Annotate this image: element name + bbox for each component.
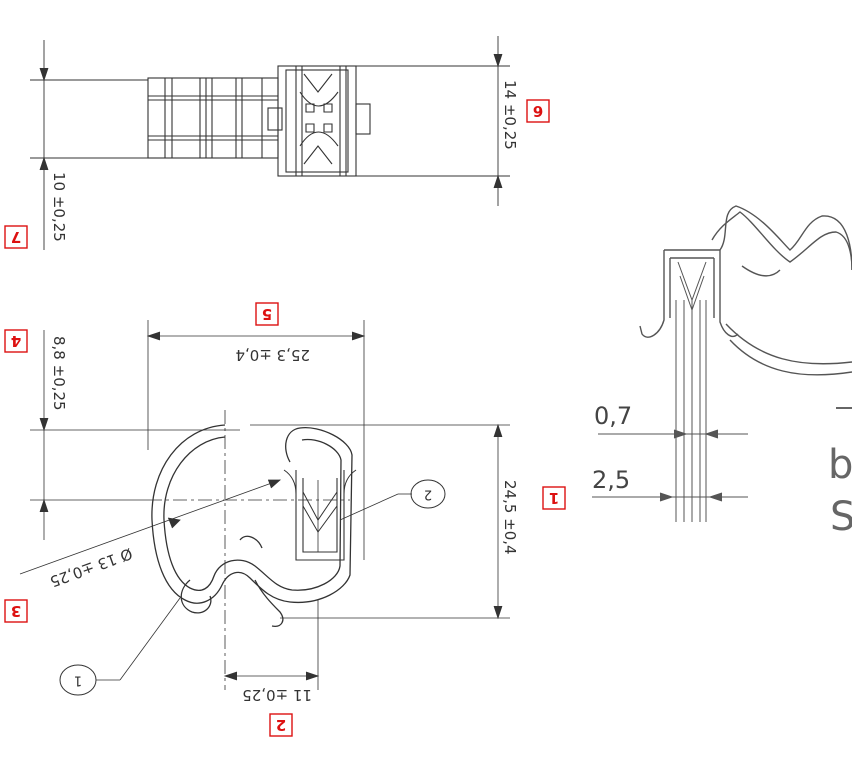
tag-6: 6 xyxy=(526,99,550,123)
dim-8-8: 8,8 ±0,25 xyxy=(50,336,68,411)
top-dim-lines xyxy=(30,36,510,250)
dim-10: 10 ±0,25 xyxy=(50,172,68,242)
top-view-body xyxy=(147,77,279,159)
tag-5: 5 xyxy=(255,302,279,326)
svg-text:5: 5 xyxy=(262,305,272,323)
tag-2: 2 xyxy=(269,713,293,737)
top-view xyxy=(147,65,371,177)
svg-text:7: 7 xyxy=(11,228,21,246)
dim-2-5: 2,5 xyxy=(592,466,630,494)
svg-text:4: 4 xyxy=(11,332,21,350)
detail-view xyxy=(639,205,852,522)
edge-fragment-s: S xyxy=(830,494,852,540)
balloon-2: 2 xyxy=(410,479,446,509)
svg-text:2: 2 xyxy=(276,716,286,734)
front-view xyxy=(151,424,357,627)
dim-0-7: 0,7 xyxy=(594,402,632,430)
tag-3: 3 xyxy=(4,599,28,623)
tag-7: 7 xyxy=(4,225,28,249)
balloon-1: 1 xyxy=(59,664,97,696)
tag-4: 4 xyxy=(4,329,28,353)
dim-24-5: 24,5 ±0,4 xyxy=(501,480,519,555)
dim-14: 14 ±0,25 xyxy=(501,80,519,150)
svg-text:3: 3 xyxy=(11,602,21,620)
detail-dim-lines xyxy=(592,429,748,502)
dim-25-3: 25,3 ±0,4 xyxy=(235,346,310,364)
front-dim-lines xyxy=(19,320,510,690)
svg-text:6: 6 xyxy=(533,102,543,120)
svg-text:2: 2 xyxy=(424,487,432,502)
dim-diameter-13: Ø 13 ±0,25 xyxy=(47,544,134,590)
edge-fragment-b: b xyxy=(828,442,852,488)
top-view-clip xyxy=(277,65,357,177)
tag-1: 1 xyxy=(542,486,566,510)
dim-11: 11 ±0,25 xyxy=(242,686,312,704)
svg-text:1: 1 xyxy=(74,673,82,688)
svg-text:1: 1 xyxy=(549,489,559,507)
